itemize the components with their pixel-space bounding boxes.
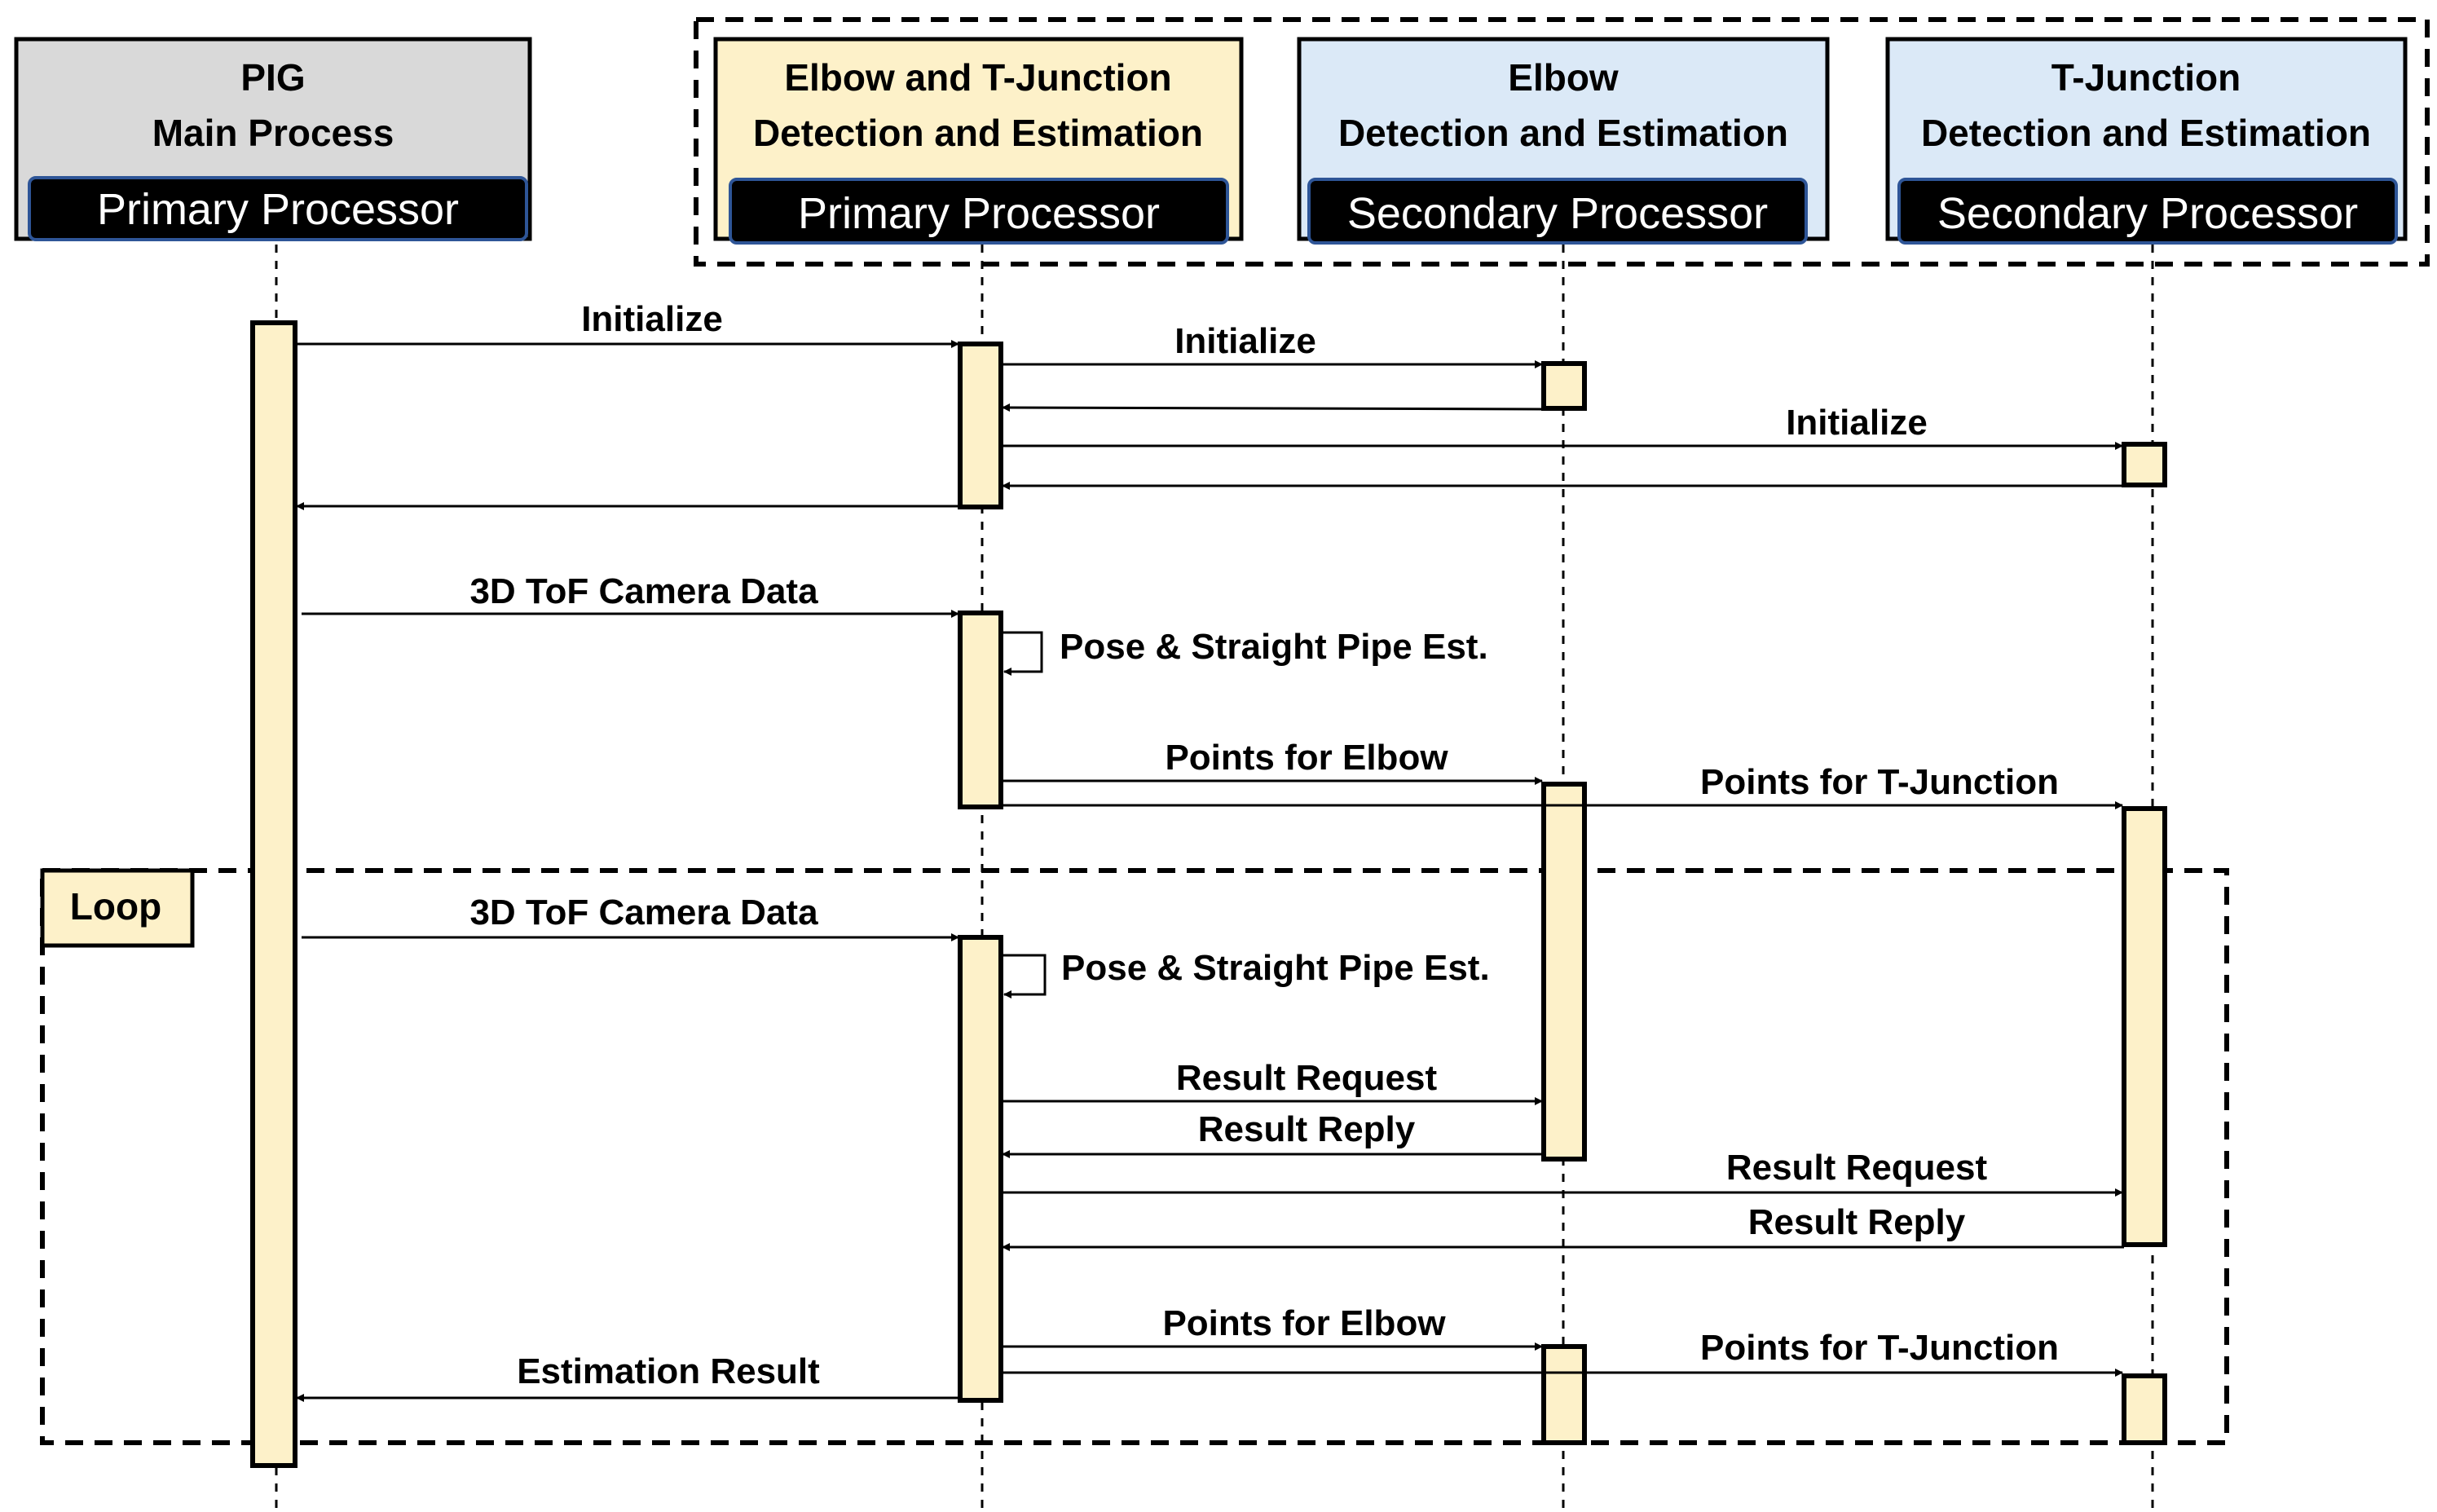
participant-tjunction-line2: Detection and Estimation — [1921, 112, 2371, 154]
participant-combo-line1: Elbow and T-Junction — [784, 56, 1171, 99]
participant-pig-processor-label: Primary Processor — [97, 185, 459, 234]
participant-pig-line1: PIG — [240, 56, 305, 99]
activation-tjunction-loop — [2122, 1373, 2167, 1445]
message-label-m10: Points for T-Junction — [1700, 762, 2059, 802]
message-label-m1: Initialize — [581, 299, 723, 339]
participant-elbow: Elbow Detection and Estimation Secondary… — [1297, 37, 1830, 245]
message-label-m15: Result Request — [1726, 1148, 1988, 1188]
participant-tjunction: T-Junction Detection and Estimation Seco… — [1885, 37, 2408, 245]
participant-combo-line2: Detection and Estimation — [753, 112, 1203, 154]
message-label-m4: Initialize — [1786, 403, 1928, 443]
activation-elbow-process — [1541, 782, 1587, 1162]
message-label-m13: Result Request — [1176, 1058, 1438, 1098]
participant-elbow-line2: Detection and Estimation — [1338, 112, 1788, 154]
message-arrow-m12 — [1001, 954, 1047, 998]
participant-pig-processor-bar — [28, 176, 528, 241]
message-label-m9: Points for Elbow — [1165, 738, 1448, 778]
message-arrow-m3 — [1002, 403, 1545, 412]
message-label-m18: Points for T-Junction — [1700, 1328, 2059, 1368]
message-label-m16: Result Reply — [1748, 1202, 1966, 1242]
message-label-m12: Pose & Straight Pipe Est. — [1061, 948, 1490, 988]
activation-pig — [250, 320, 297, 1468]
message-label-m7: 3D ToF Camera Data — [469, 571, 818, 611]
activation-elbow-init — [1541, 361, 1587, 411]
participant-elbow-processor-bar — [1307, 178, 1808, 245]
participant-tjunction-line1: T-Junction — [2051, 56, 2241, 99]
message-label-m8: Pose & Straight Pipe Est. — [1060, 627, 1488, 667]
message-arrow-m8 — [1001, 631, 1043, 676]
message-label-m2: Initialize — [1174, 321, 1316, 361]
message-label-m19: Estimation Result — [517, 1351, 820, 1391]
message-label-m17: Points for Elbow — [1162, 1303, 1446, 1343]
participant-elbow-line1: Elbow — [1508, 56, 1619, 99]
activation-elbow-loop — [1541, 1344, 1587, 1445]
activation-tjunction-process — [2122, 806, 2167, 1247]
participant-elbow-processor-label: Secondary Processor — [1347, 189, 1768, 238]
loop-frame — [40, 868, 2229, 1445]
estimation-group-frame — [694, 17, 2430, 267]
participant-pig-line2: Main Process — [152, 112, 394, 154]
participant-combo-processor-label: Primary Processor — [798, 189, 1160, 238]
loop-label: Loop — [70, 885, 161, 928]
participant-tjunction-processor-bar — [1897, 178, 2398, 245]
participant-combo: Elbow and T-Junction Detection and Estim… — [713, 37, 1244, 245]
message-label-m11: 3D ToF Camera Data — [469, 893, 818, 932]
message-label-m14: Result Reply — [1198, 1109, 1416, 1149]
activation-tjunction-init — [2122, 442, 2167, 487]
participant-combo-processor-bar — [729, 178, 1229, 245]
participant-tjunction-processor-label: Secondary Processor — [1937, 189, 2358, 238]
activation-combo-loop — [958, 935, 1003, 1403]
activation-combo-process — [958, 611, 1003, 809]
participant-pig: PIG Main Process Primary Processor — [14, 37, 532, 241]
loop-tag — [40, 868, 195, 948]
activation-combo-init — [958, 342, 1003, 509]
